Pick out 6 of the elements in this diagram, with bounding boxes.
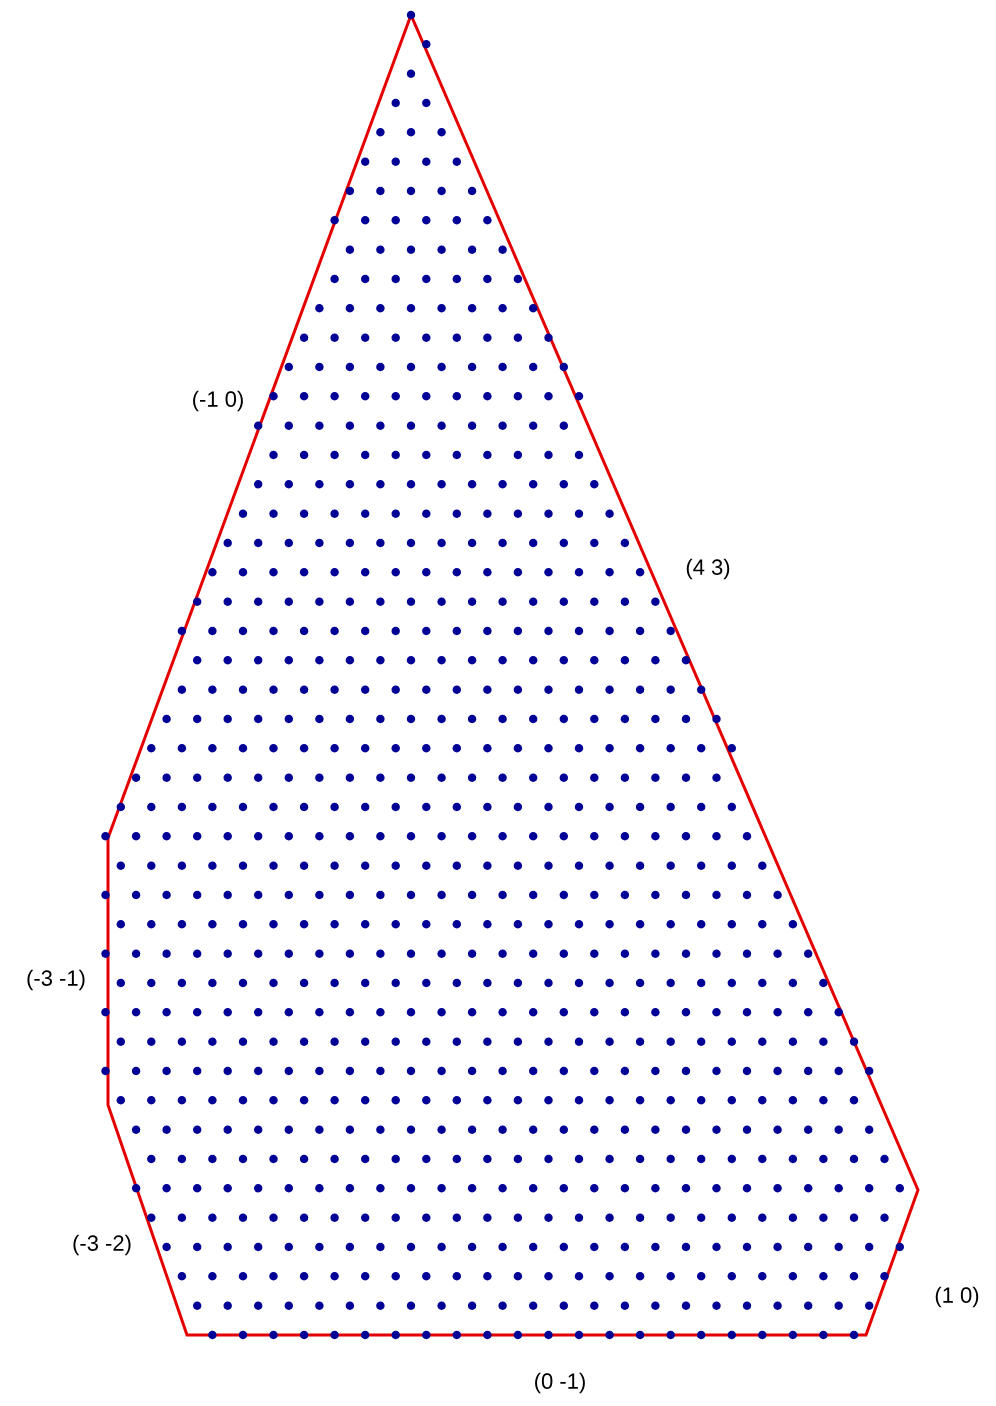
normal-label: (1 0)	[935, 1286, 979, 1308]
normal-label: (0 -1)	[535, 1372, 585, 1394]
normal-label: (-3 -2)	[73, 1234, 131, 1256]
normal-label: (-1 0)	[193, 390, 243, 412]
normal-label: (-3 -1)	[27, 969, 85, 991]
normal-label: (4 3)	[686, 558, 730, 580]
